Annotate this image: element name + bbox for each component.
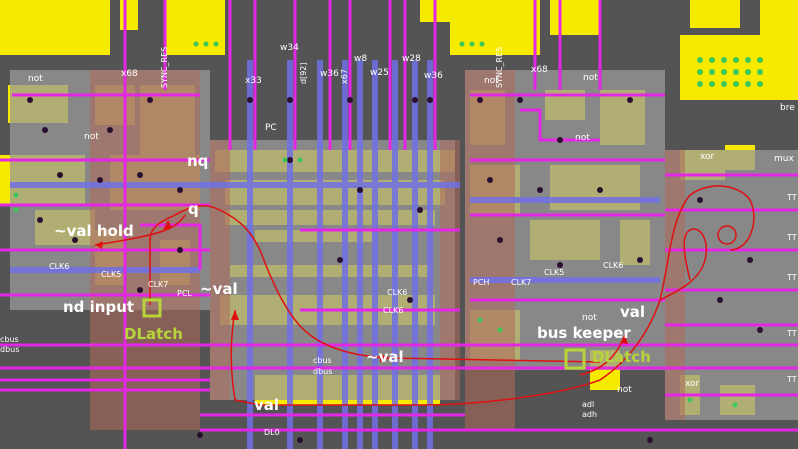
label-clk6-3: CLK6 (383, 306, 404, 315)
label-tt-5: TT (787, 375, 797, 384)
label-clk7-1: CLK7 (148, 280, 169, 289)
label-w36-1: w36 (320, 69, 339, 79)
diffusion-layer (10, 60, 660, 449)
label-w28: w28 (402, 54, 421, 64)
label-x68-2: x68 (531, 65, 548, 75)
via-array (13, 41, 763, 408)
label-not-7: not (617, 385, 632, 395)
label-w34: w34 (280, 43, 299, 53)
annotation-val-hold: ~val hold (54, 222, 134, 240)
label-not-5: not (575, 133, 590, 143)
label-adl: adl (582, 400, 595, 409)
label-w25: w25 (370, 68, 389, 78)
label-d92: d[92] (299, 62, 308, 85)
annotation-val-neg-2: ~val (366, 348, 404, 366)
annotation-val-neg-1: ~val (200, 280, 238, 298)
label-not-1: not (28, 74, 43, 84)
label-tt-3: TT (787, 273, 797, 282)
label-clk5-1: CLK5 (101, 270, 122, 279)
label-mux: mux (774, 154, 794, 164)
label-x68-1: x68 (121, 69, 138, 79)
label-clk7-2: CLK7 (511, 278, 532, 287)
label-xor-1: xor (700, 152, 715, 162)
contact-layer (27, 97, 763, 443)
annotation-bus-keeper: bus keeper (537, 324, 631, 342)
label-dbus-2: dbus (313, 367, 333, 376)
label-w8: w8 (354, 54, 368, 64)
label-cbus-2: cbus (313, 356, 332, 365)
label-clk5-2: CLK5 (544, 268, 565, 277)
label-dbus-1: dbus (0, 345, 20, 354)
label-clk6-4: CLK6 (603, 261, 624, 270)
annotation-nq: nq (187, 152, 209, 170)
label-not-2: not (84, 132, 99, 142)
label-dl0: DL0 (264, 428, 280, 437)
label-xor-2: xor (685, 379, 700, 389)
annotation-nd-input: nd input (63, 298, 135, 316)
label-w36-2: w36 (424, 71, 443, 81)
label-clk6-1: CLK6 (49, 262, 70, 271)
annotation-val-1: val (254, 396, 280, 414)
label-bre: bre (780, 103, 795, 113)
label-adh: adh (582, 410, 598, 419)
label-pc: PC (265, 123, 277, 133)
annotation-dlatch-2: DLatch (592, 348, 651, 366)
annotation-q: q (188, 200, 199, 218)
annotation-dlatch-1: DLatch (124, 325, 183, 343)
label-x33: x33 (245, 76, 262, 86)
label-clk6-2: CLK6 (387, 288, 408, 297)
label-sync-res-1: SYNC_RES (160, 46, 169, 88)
label-tt-2: TT (787, 233, 797, 242)
label-tt-1: TT (787, 193, 797, 202)
label-pcl: PCL (177, 289, 192, 298)
label-not-6: not (582, 313, 597, 323)
label-cbus-1: cbus (0, 335, 19, 344)
label-not-4: not (484, 76, 499, 86)
dlatch-markers (142, 298, 586, 370)
annotation-val-2: val (620, 303, 646, 321)
label-tt-4: TT (787, 329, 797, 338)
label-x67: x67 (340, 69, 349, 84)
label-not-3: not (583, 73, 598, 83)
arrow-heads (95, 220, 628, 362)
label-pch: PCH (473, 278, 490, 287)
